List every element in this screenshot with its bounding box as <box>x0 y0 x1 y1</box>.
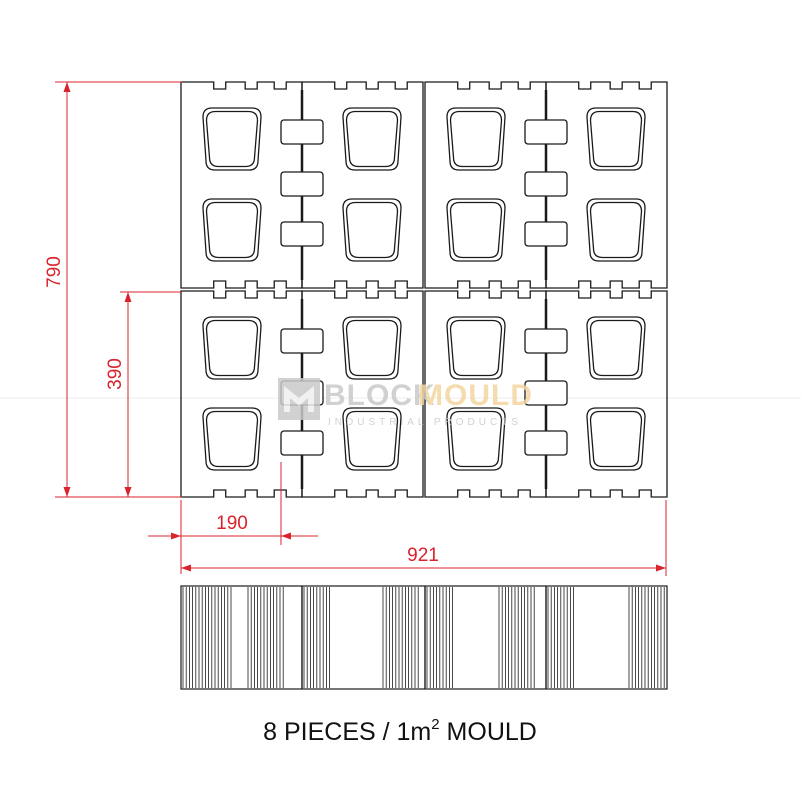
block-cavity <box>586 198 646 262</box>
watermark-brand-block: BLOCK <box>324 379 436 412</box>
block-connector <box>280 90 324 280</box>
block-connector <box>524 299 568 489</box>
block-connector <box>524 90 568 280</box>
elevation-hatch <box>303 587 331 688</box>
block-cavity <box>342 407 402 471</box>
block-cavity <box>342 107 402 171</box>
watermark-brand-mould: MOULD <box>418 379 533 412</box>
caption-superscript: 2 <box>431 716 439 733</box>
mould-block <box>180 81 303 289</box>
block-cavity <box>586 407 646 471</box>
watermark-tagline: INDUSTRIAL PRODUCTS <box>328 417 522 428</box>
dimension-790-label: 790 <box>44 256 65 288</box>
block-cavity <box>202 107 262 171</box>
block-cavity <box>202 316 262 380</box>
mould-block <box>545 81 668 289</box>
block-cavity <box>446 107 506 171</box>
elevation-outline <box>180 585 668 690</box>
block-cavity <box>342 316 402 380</box>
dimension-lines <box>55 81 667 576</box>
block-cavity <box>202 407 262 471</box>
block-cavity <box>586 107 646 171</box>
block-cavity <box>586 316 646 380</box>
brand-watermark: BLOCK MOULD INDUSTRIAL PRODUCTS <box>278 378 533 428</box>
elevation-view <box>180 585 668 690</box>
dimension-190-label: 190 <box>216 513 248 534</box>
block-cavity <box>446 407 506 471</box>
elevation-hatch <box>498 587 535 688</box>
block-cavity <box>446 316 506 380</box>
caption-prefix: 8 PIECES / 1m <box>263 718 431 746</box>
dimension-390-label: 390 <box>105 358 126 390</box>
mould-caption: 8 PIECES / 1m2 MOULD <box>263 716 537 746</box>
mould-block <box>545 290 668 498</box>
block-cavity <box>446 198 506 262</box>
elevation-hatch <box>547 587 574 688</box>
block-cavity <box>342 198 402 262</box>
block-cavity <box>202 198 262 262</box>
elevation-hatch <box>426 587 454 688</box>
mould-block <box>301 81 424 289</box>
elevation-hatch <box>247 587 284 688</box>
elevation-hatch <box>628 587 665 688</box>
elevation-hatch <box>382 587 419 688</box>
mould-block <box>301 290 424 498</box>
dimension-921-label: 921 <box>407 545 439 566</box>
elevation-hatch <box>182 587 232 688</box>
plan-view <box>180 81 668 498</box>
caption-suffix: MOULD <box>440 718 537 746</box>
